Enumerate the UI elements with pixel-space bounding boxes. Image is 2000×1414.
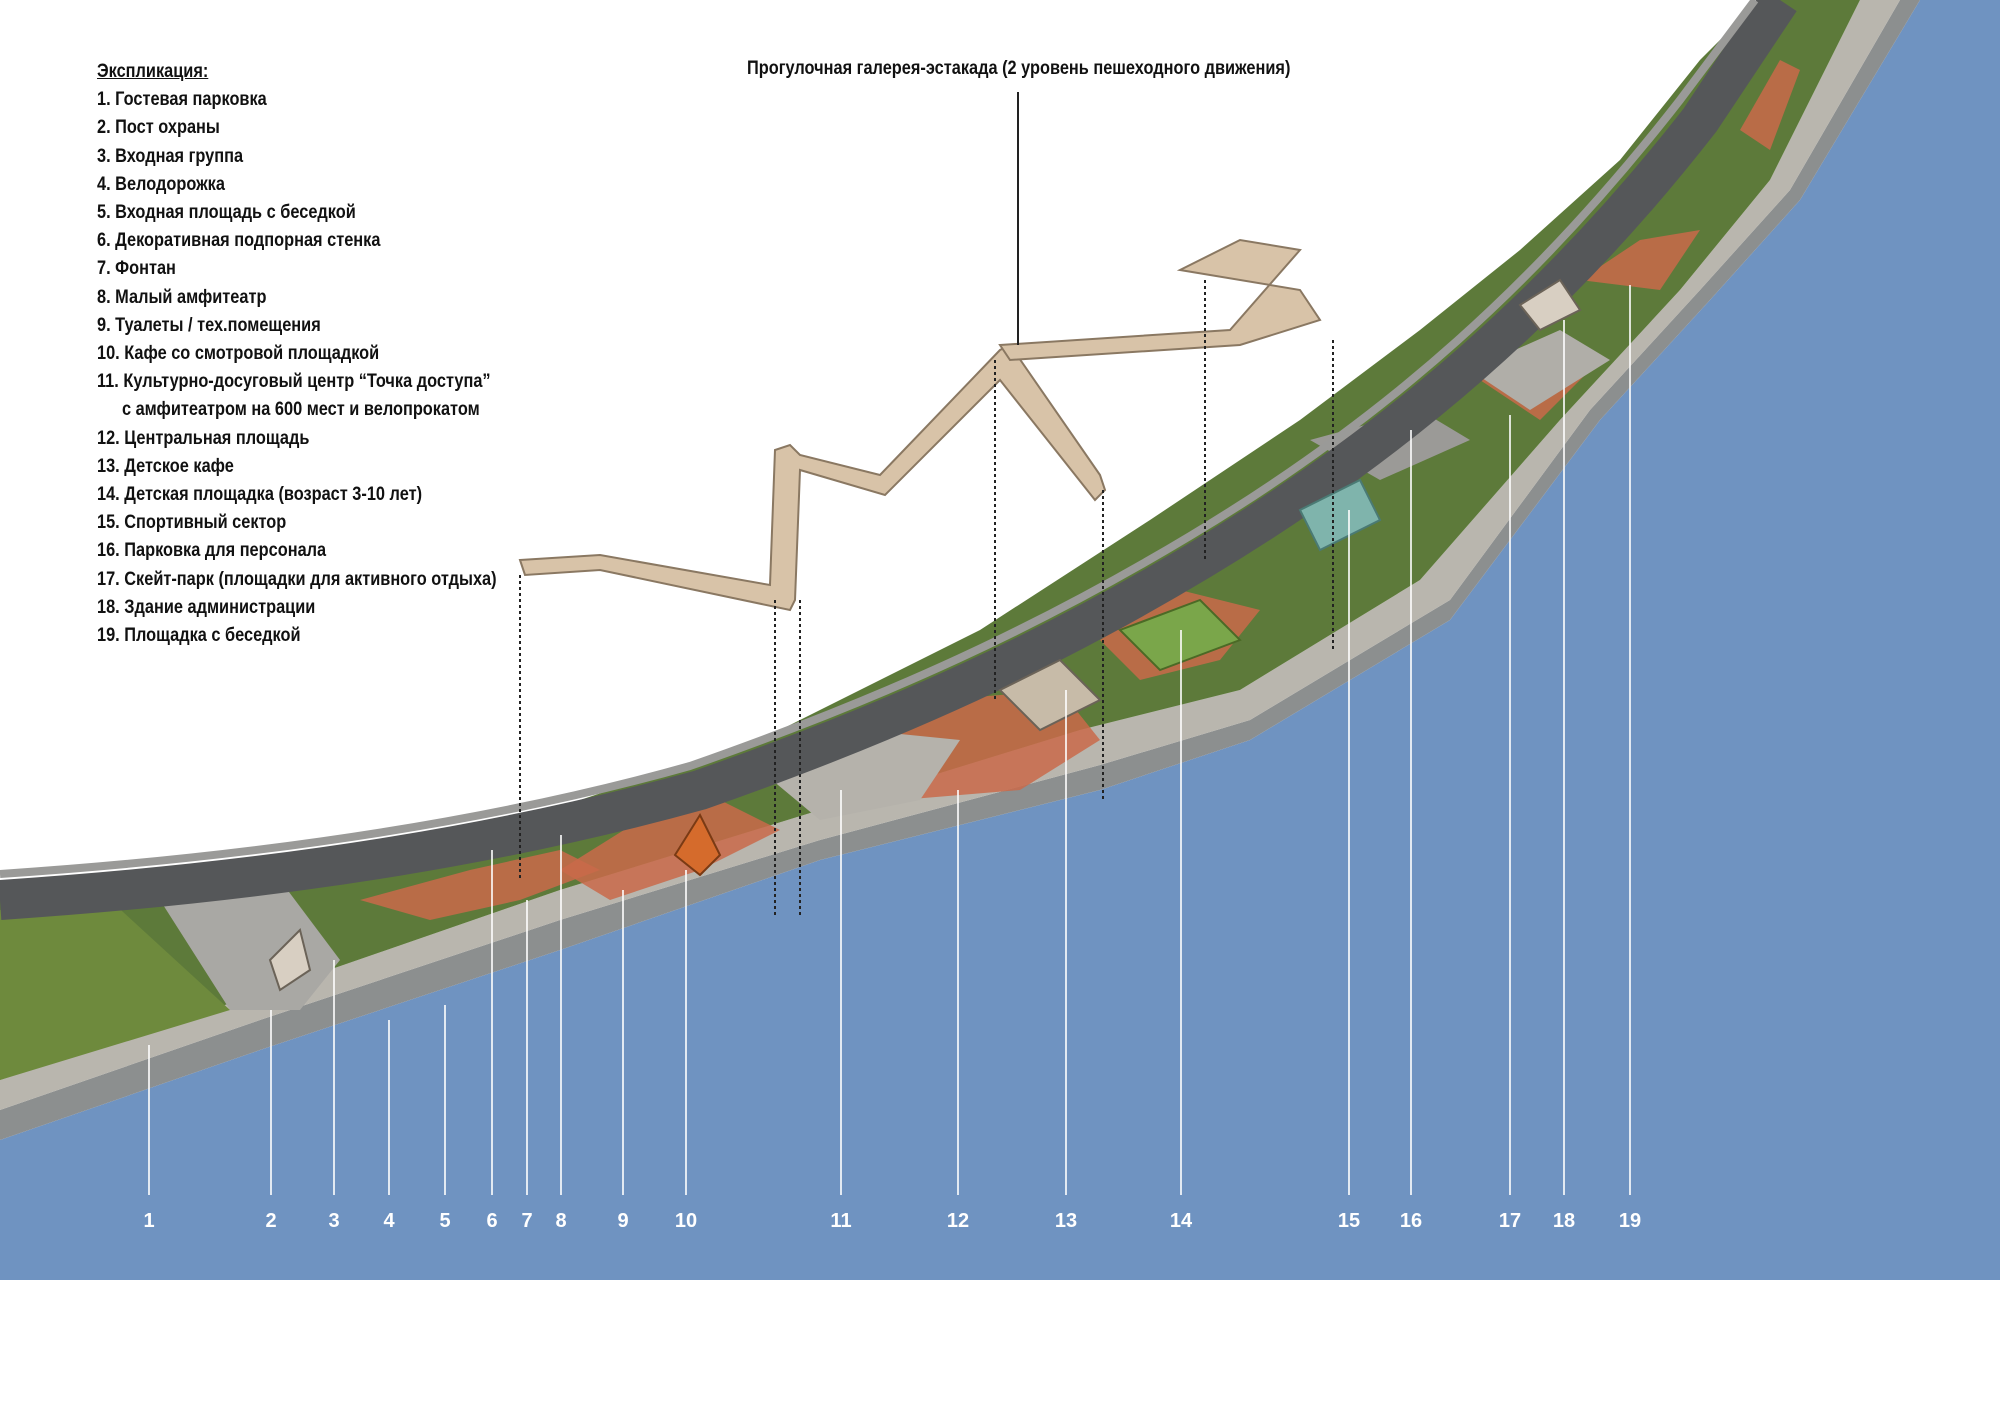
legend-item: 18. Здание администрации bbox=[97, 596, 316, 618]
marker-number: 9 bbox=[617, 1210, 629, 1232]
guard-post bbox=[268, 928, 312, 992]
legend-item: 5. Входная площадь с беседкой bbox=[97, 202, 356, 224]
marker-number: 8 bbox=[555, 1210, 567, 1232]
legend-item: 7. Фонтан bbox=[97, 258, 176, 280]
legend-item: 13. Детское кафе bbox=[97, 455, 234, 477]
marker-number: 19 bbox=[1618, 1210, 1642, 1232]
gallery-walkway bbox=[518, 343, 1107, 612]
legend-item: 17. Скейт-парк (площадки для активного о… bbox=[97, 568, 497, 590]
gallery-upper-wing bbox=[998, 238, 1322, 362]
marker-number: 17 bbox=[1498, 1210, 1522, 1232]
marker-number: 13 bbox=[1054, 1210, 1078, 1232]
gallery-label: Прогулочная галерея-эстакада (2 уровень … bbox=[747, 58, 1291, 79]
legend-item: 9. Туалеты / тех.помещения bbox=[97, 314, 321, 336]
red-paving-5 bbox=[1580, 230, 1700, 290]
legend-item: 19. Площадка с беседкой bbox=[97, 625, 301, 647]
left-lawn bbox=[0, 900, 230, 1080]
marker-number: 14 bbox=[1169, 1210, 1193, 1232]
admin-plaza bbox=[1470, 330, 1610, 410]
marker-number: 2 bbox=[265, 1210, 277, 1232]
marker-number: 15 bbox=[1337, 1210, 1361, 1232]
marker-number: 7 bbox=[521, 1210, 533, 1232]
marker-number: 16 bbox=[1399, 1210, 1423, 1232]
red-paving-2 bbox=[560, 800, 780, 900]
legend-item: 8. Малый амфитеатр bbox=[97, 286, 267, 308]
marker-number: 18 bbox=[1552, 1210, 1576, 1232]
road-sidewalk bbox=[0, 0, 1759, 878]
marker-leaders bbox=[148, 285, 1631, 1195]
marker-number: 12 bbox=[946, 1210, 970, 1232]
red-paving-1 bbox=[360, 850, 600, 920]
cafe-tower bbox=[673, 812, 722, 877]
legend: Экспликация: 1. Гостевая парковка 2. Пос… bbox=[97, 58, 497, 650]
marker-number: 3 bbox=[328, 1210, 340, 1232]
marker-number: 5 bbox=[439, 1210, 451, 1232]
red-paving-6 bbox=[1740, 60, 1800, 150]
admin-building bbox=[1518, 278, 1582, 332]
legend-item: 4. Велодорожка bbox=[97, 173, 225, 195]
legend-item: 10. Кафе со смотровой площадкой bbox=[97, 343, 380, 365]
cultural-center bbox=[998, 658, 1102, 732]
legend-title: Экспликация: bbox=[97, 61, 209, 82]
legend-item: 12. Центральная площадь bbox=[97, 427, 310, 449]
legend-item: 15. Спортивный сектор bbox=[97, 512, 287, 534]
legend-item: 6. Декоративная подпорная стенка bbox=[97, 230, 381, 252]
marker-number: 1 bbox=[143, 1210, 155, 1232]
kids-playground bbox=[1118, 598, 1242, 672]
legend-item: 1. Гостевая парковка bbox=[97, 89, 267, 111]
marker-number: 11 bbox=[830, 1210, 852, 1232]
water bbox=[0, 0, 2000, 1280]
legend-item: 2. Пост охраны bbox=[97, 117, 220, 139]
legend-item: с амфитеатром на 600 мест и велопрокатом bbox=[121, 399, 480, 421]
legend-item: 3. Входная группа bbox=[97, 145, 244, 167]
sport-sector bbox=[1298, 478, 1382, 552]
marker-number: 4 bbox=[383, 1210, 395, 1232]
marker-number: 6 bbox=[486, 1210, 498, 1232]
marker-number: 10 bbox=[674, 1210, 698, 1232]
legend-item: 11. Культурно-досуговый центр “Точка дос… bbox=[97, 371, 491, 393]
legend-item: 16. Парковка для персонала bbox=[97, 540, 327, 562]
road bbox=[0, 0, 1797, 920]
legend-item: 14. Детская площадка (возраст 3-10 лет) bbox=[97, 484, 423, 506]
